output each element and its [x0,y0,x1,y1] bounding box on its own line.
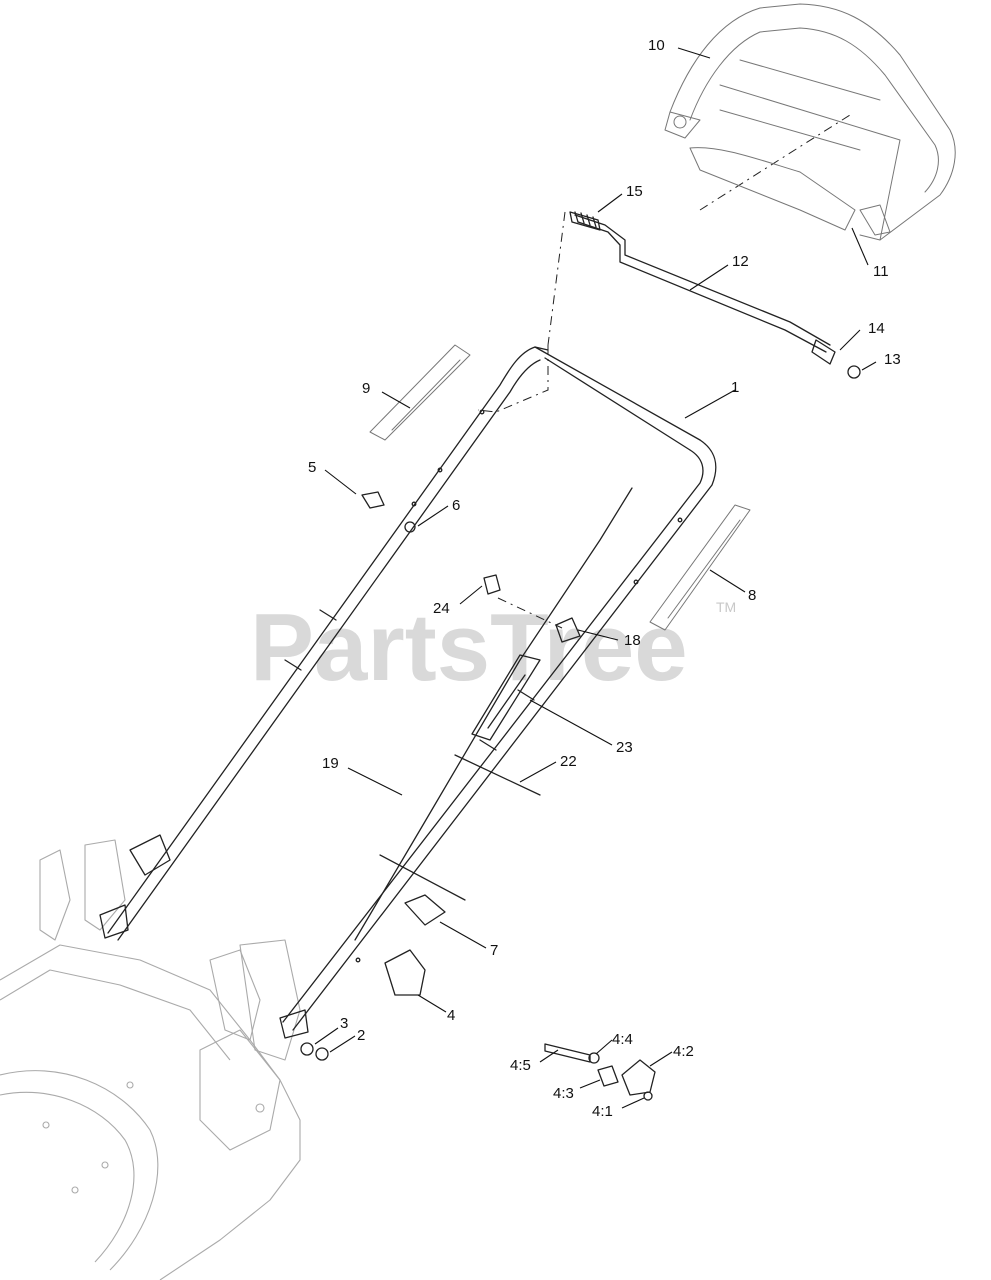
callout-15: 15 [626,183,643,200]
upper-handle-grip [664,3,956,241]
callout-1: 1 [731,379,739,396]
nut-6 [404,521,416,533]
mower-deck [0,839,301,1280]
washer-13 [847,365,861,379]
callout-3: 3 [340,1015,348,1032]
bail-rod [569,211,836,365]
knob-7 [404,894,446,926]
callout-2: 2 [357,1027,365,1044]
side-rail-8 [649,504,751,631]
callout-6: 6 [452,497,460,514]
callout-12: 12 [732,253,749,270]
callout-4: 4 [447,1007,455,1024]
control-cable-19 [354,487,633,941]
bail-pad [689,147,856,231]
clip-5 [361,491,385,509]
callout-11: 11 [873,263,889,280]
callout-9: 9 [362,380,370,397]
knob-4 [384,949,426,996]
callout-4-4: 4:4 [612,1031,633,1048]
callout-23: 23 [616,739,633,756]
callout-4-2: 4:2 [673,1043,694,1060]
cable-tie-22 [454,754,541,796]
callout-7: 7 [490,942,498,959]
cable-tie-lower [379,854,466,901]
bracket-24 [483,574,501,595]
knob-subassembly [544,1043,656,1101]
bolt-2 [315,1047,329,1061]
callout-22: 22 [560,753,577,770]
callout-5: 5 [308,459,316,476]
callout-4-5: 4:5 [510,1057,531,1074]
side-rail-9 [369,344,471,441]
callout-4-1: 4:1 [592,1103,613,1120]
callout-19: 19 [322,755,339,772]
callout-8: 8 [748,587,756,604]
callout-18: 18 [624,632,641,649]
callout-14: 14 [868,320,885,337]
watermark-text: PartsTree [250,594,688,701]
callout-4-3: 4:3 [553,1085,574,1102]
callout-24: 24 [433,600,450,617]
watermark-trademark: TM [716,599,736,615]
callout-10: 10 [648,37,665,54]
callout-13: 13 [884,351,901,368]
main-handle [99,346,717,1039]
cable-guide-18 [555,617,581,643]
washer-3 [300,1042,314,1056]
decal-23 [471,654,541,741]
